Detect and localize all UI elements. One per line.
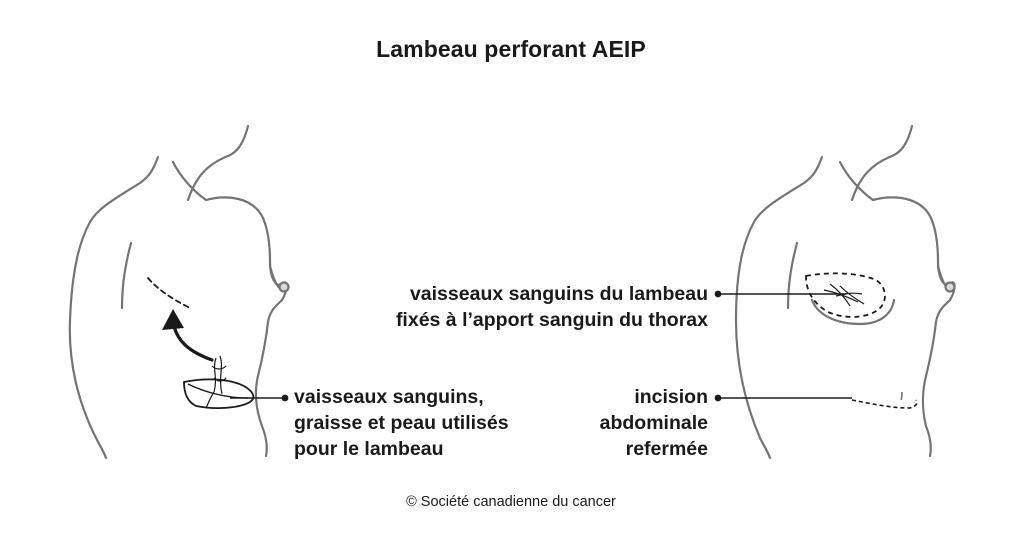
label-flap-vessels-line2: fixés à l’apport sanguin du thorax xyxy=(395,309,708,331)
figure-title: Lambeau perforant AEIP xyxy=(376,36,646,62)
label-flap-vessels: vaisseaux sanguins du lambeau fixés à l’… xyxy=(330,281,708,333)
reconstructed-flap-shape xyxy=(805,272,886,318)
label-vessels-fat-skin-line1: vaisseaux sanguins, xyxy=(294,386,484,408)
label-closed-incision-line1: incision xyxy=(634,386,708,408)
torso-before-shoulder-right xyxy=(186,124,250,202)
flap-move-arrow xyxy=(172,324,214,362)
leader-flap-vessels xyxy=(714,290,846,298)
torso-before-outline xyxy=(68,155,160,460)
harvested-flap xyxy=(162,309,255,409)
mastectomy-scar xyxy=(147,277,191,309)
torso-after-right-side xyxy=(871,196,956,458)
torso-before-right-side xyxy=(204,196,288,458)
flap-move-arrowhead xyxy=(162,309,184,330)
torso-before xyxy=(68,124,290,460)
closed-incision-line xyxy=(851,399,918,409)
leader-closed-incision xyxy=(714,394,852,402)
torso-before-nipple xyxy=(278,281,290,293)
torso-before-neck xyxy=(171,160,208,202)
torso-after-outline xyxy=(734,155,824,460)
reconstructed-flap xyxy=(805,272,886,318)
label-vessels-fat-skin: vaisseaux sanguins, graisse et peau util… xyxy=(294,384,509,462)
torso-after-nipple xyxy=(944,281,956,293)
torso-after xyxy=(734,124,956,460)
torso-after-arm-crease xyxy=(786,241,799,310)
harvested-flap-shape xyxy=(183,378,255,409)
label-closed-incision-line2: abdominale xyxy=(599,412,708,434)
leader-vessels-fat-skin xyxy=(230,394,289,402)
copyright-credit: © Société canadienne du cancer xyxy=(406,494,616,510)
label-vessels-fat-skin-line3: pour le lambeau xyxy=(294,438,444,460)
torso-before-arm-crease xyxy=(120,241,133,310)
label-closed-incision-line3: refermée xyxy=(625,438,708,460)
torso-after-neck xyxy=(838,160,875,202)
label-closed-incision: incision abdominale refermée xyxy=(520,384,708,462)
torso-after-shoulder-right xyxy=(850,124,914,202)
label-flap-vessels-line1: vaisseaux sanguins du lambeau xyxy=(409,283,708,305)
label-vessels-fat-skin-line2: graisse et peau utilisés xyxy=(294,412,509,434)
navel-mark xyxy=(900,391,903,401)
flap-blood-vessels xyxy=(205,355,227,409)
reconstructed-breast-contour xyxy=(810,298,896,326)
